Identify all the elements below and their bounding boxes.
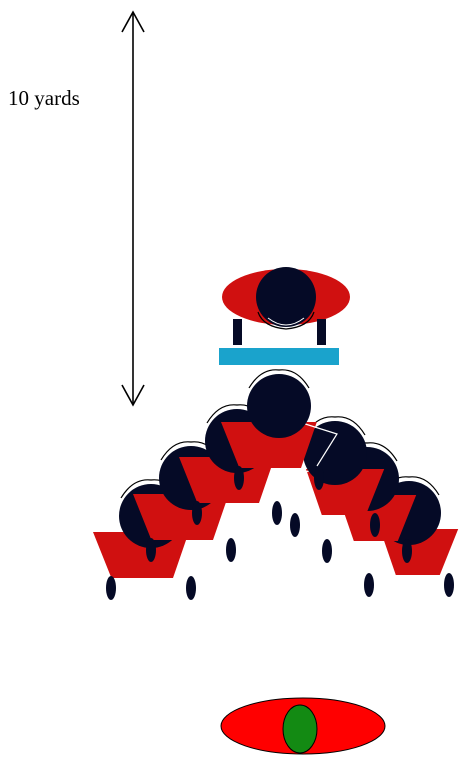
wedge-player-right-leg <box>186 576 196 600</box>
top-player <box>219 267 350 365</box>
distance-arrow <box>122 12 144 405</box>
wedge-player-right-leg <box>314 466 324 490</box>
distance-label: 10 yards <box>8 86 80 111</box>
wedge-formation <box>93 370 458 600</box>
wedge-player-right-leg <box>402 539 412 563</box>
wedge-player-right-leg <box>226 538 236 562</box>
wedge-player-left-leg <box>234 466 244 490</box>
wedge-player-left-leg <box>322 539 332 563</box>
wedge-player-left-leg <box>106 576 116 600</box>
wedge-player-helmet <box>247 374 311 438</box>
ball-carrier <box>221 698 385 754</box>
ball-icon <box>283 705 317 753</box>
top-player-right-leg <box>317 319 326 345</box>
wedge-player-left-leg <box>146 538 156 562</box>
wedge-player-right-leg <box>444 573 454 597</box>
wedge-player-left-leg <box>364 573 374 597</box>
wedge-player-right-leg <box>272 501 282 525</box>
top-player-left-leg <box>233 319 242 345</box>
wedge-player-right-leg <box>370 513 380 537</box>
top-player-helmet <box>256 267 316 327</box>
sled-bar <box>219 348 339 365</box>
wedge-player-left-leg <box>192 501 202 525</box>
wedge-player-left-leg <box>290 513 300 537</box>
